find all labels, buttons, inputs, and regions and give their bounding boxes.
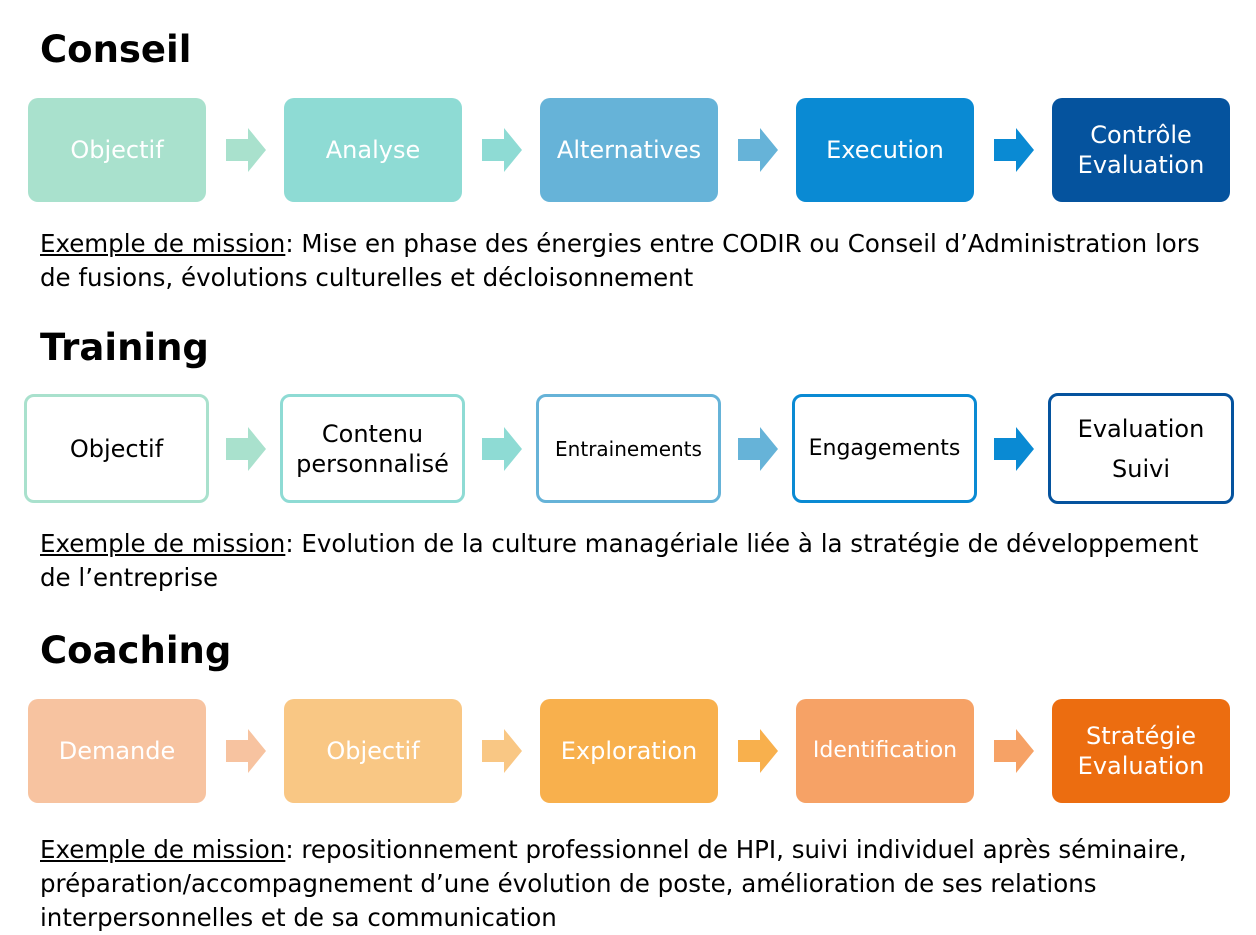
step-label: Demande — [58, 737, 176, 765]
mission-text: : repositionnement professionnel de HPI,… — [40, 835, 1187, 932]
conseil-step-controle-evaluation: Contrôle Evaluation — [1052, 98, 1230, 202]
step-label: Identification — [812, 738, 958, 763]
section-title-coaching: Coaching — [40, 629, 232, 672]
coaching-step-demande: Demande — [28, 699, 206, 803]
coaching-step-identification: Identification — [796, 699, 974, 803]
step-label: Evaluation — [1077, 151, 1205, 179]
conseil-arrow-2-icon — [482, 128, 522, 172]
step-label: Engagements — [808, 435, 961, 461]
conseil-step-execution: Execution — [796, 98, 974, 202]
training-arrow-4-icon — [994, 427, 1034, 471]
training-arrow-3-icon — [738, 427, 778, 471]
coaching-step-exploration: Exploration — [540, 699, 718, 803]
training-step-engagements: Engagements — [792, 394, 977, 503]
mission-text: : Evolution de la culture managériale li… — [40, 529, 1199, 592]
step-label: Evaluation — [1077, 752, 1205, 780]
conseil-arrow-3-icon — [738, 128, 778, 172]
training-step-evaluation-suivi: Evaluation Suivi — [1048, 393, 1234, 504]
step-label: Stratégie — [1085, 722, 1197, 750]
training-mission-example: Exemple de mission: Evolution de la cult… — [40, 527, 1235, 595]
step-label: Objectif — [69, 434, 164, 463]
training-step-objectif: Objectif — [24, 394, 209, 503]
section-title-conseil: Conseil — [40, 28, 192, 71]
step-label: Contenu — [321, 419, 424, 448]
mission-label: Exemple de mission — [40, 529, 286, 558]
step-label: personnalisé — [296, 449, 449, 478]
training-step-contenu-personnalise: Contenu personnalisé — [280, 394, 465, 503]
coaching-arrow-4-icon — [994, 729, 1034, 773]
coaching-step-strategie-evaluation: Stratégie Evaluation — [1052, 699, 1230, 803]
step-label: Objectif — [70, 136, 164, 164]
mission-text: : Mise en phase des énergies entre CODIR… — [40, 229, 1200, 292]
step-label: Evaluation — [1077, 414, 1205, 443]
conseil-arrow-1-icon — [226, 128, 266, 172]
step-label: Analyse — [325, 136, 421, 164]
step-label: Entrainements — [555, 436, 702, 461]
step-label: Execution — [826, 136, 944, 164]
coaching-arrow-1-icon — [226, 729, 266, 773]
coaching-mission-example: Exemple de mission: repositionnement pro… — [40, 833, 1235, 935]
step-label: Contrôle — [1090, 121, 1192, 149]
conseil-step-alternatives: Alternatives — [540, 98, 718, 202]
step-label: Exploration — [560, 737, 698, 765]
training-step-entrainements: Entrainements — [536, 394, 721, 503]
conseil-step-objectif: Objectif — [28, 98, 206, 202]
coaching-arrow-3-icon — [738, 729, 778, 773]
mission-label: Exemple de mission — [40, 835, 286, 864]
coaching-arrow-2-icon — [482, 729, 522, 773]
conseil-arrow-4-icon — [994, 128, 1034, 172]
training-arrow-2-icon — [482, 427, 522, 471]
section-title-training: Training — [40, 326, 209, 369]
step-label: Suivi — [1112, 454, 1170, 483]
step-label: Alternatives — [556, 136, 702, 164]
training-arrow-1-icon — [226, 427, 266, 471]
mission-label: Exemple de mission — [40, 229, 286, 258]
step-label: Objectif — [326, 737, 420, 765]
coaching-step-objectif: Objectif — [284, 699, 462, 803]
conseil-mission-example: Exemple de mission: Mise en phase des én… — [40, 227, 1235, 295]
conseil-step-analyse: Analyse — [284, 98, 462, 202]
